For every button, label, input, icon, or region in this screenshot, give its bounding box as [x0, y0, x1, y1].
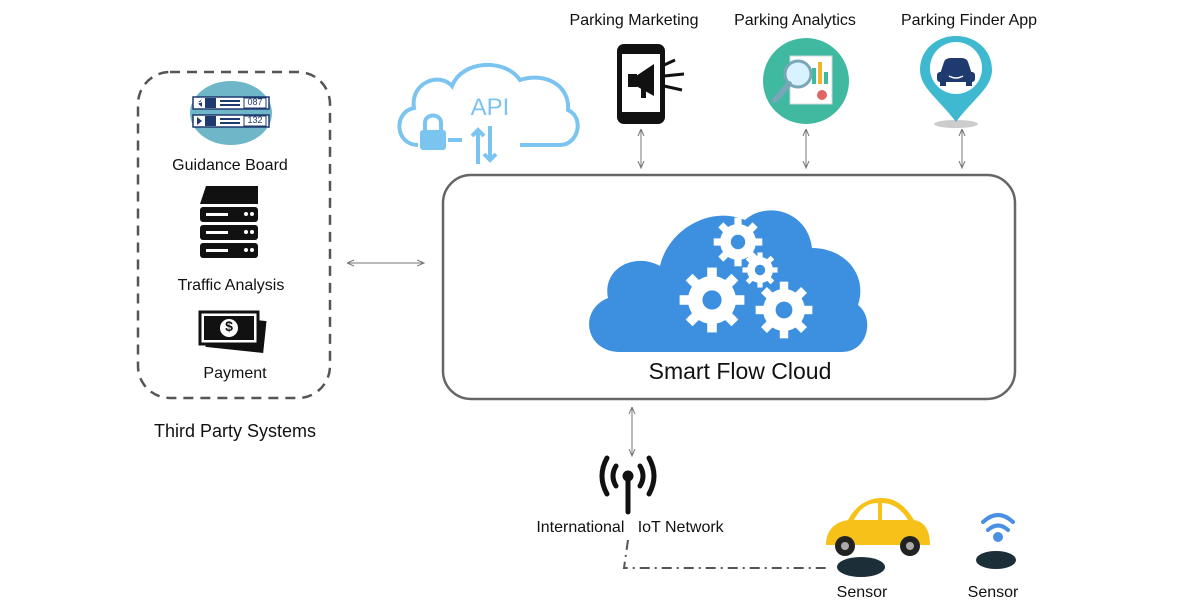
sensor-puck-icon — [976, 551, 1016, 569]
payment-label: Payment — [203, 365, 267, 382]
api-label: API — [470, 94, 510, 121]
smart-flow-cloud-label: Smart Flow Cloud — [648, 358, 832, 384]
parking-analytics-label: Parking Analytics — [734, 12, 856, 29]
smartphone-megaphone-icon — [617, 44, 685, 124]
server-stack-icon — [200, 186, 258, 258]
iot-network-label: International IoT Network — [536, 519, 724, 536]
payment-symbol: $ — [225, 318, 233, 334]
gears-cloud-icon — [589, 210, 868, 352]
guidance-board-label: Guidance Board — [172, 157, 288, 174]
sensor-puck-icon — [837, 557, 885, 577]
money-bills-icon — [198, 310, 267, 353]
board-value-1: 087 — [247, 97, 263, 107]
sensor-label-1: Sensor — [836, 584, 888, 601]
third-party-systems-title: Third Party Systems — [153, 421, 317, 441]
api-cloud-lock-icon — [397, 63, 580, 164]
wifi-icon — [981, 513, 1015, 542]
analytics-magnifier-icon — [763, 38, 849, 124]
board-marker-1: P — [197, 98, 203, 107]
board-value-2: 132 — [247, 115, 263, 125]
antenna-icon — [599, 455, 657, 515]
third-party-box — [136, 70, 332, 400]
guidance-board-icon — [190, 81, 272, 145]
network-connection-line — [622, 539, 830, 569]
traffic-analysis-label: Traffic Analysis — [177, 277, 285, 294]
parking-finder-app-label: Parking Finder App — [900, 12, 1038, 29]
sensor-label-2: Sensor — [967, 584, 1019, 601]
car-icon — [826, 498, 930, 556]
parking-marketing-label: Parking Marketing — [569, 12, 699, 29]
map-pin-car-icon — [920, 36, 992, 128]
